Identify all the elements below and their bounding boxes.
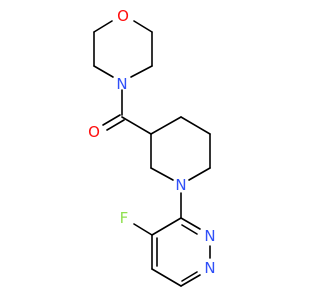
bond — [150, 167, 174, 181]
bond — [130, 65, 153, 78]
fluorine-label: F — [120, 209, 129, 227]
bond — [180, 217, 201, 230]
bonds — [93, 20, 211, 287]
atom-labels: O N O N F N N — [88, 7, 216, 277]
bond — [93, 20, 113, 33]
morpholine-oxygen-label: O — [117, 7, 129, 25]
pyrimidine-n3-label: N — [204, 227, 215, 245]
bond — [180, 116, 211, 135]
morpholine-nitrogen-label: N — [116, 75, 127, 93]
bond — [133, 223, 153, 236]
bond — [121, 116, 152, 135]
bond — [93, 65, 114, 78]
bond — [151, 268, 182, 287]
bond — [102, 114, 121, 126]
bond — [150, 116, 182, 135]
bond — [180, 274, 201, 287]
pyrimidine-n1-label: N — [204, 259, 215, 277]
bond — [188, 167, 211, 181]
bond — [106, 119, 125, 131]
bond — [151, 217, 182, 236]
bond — [181, 224, 198, 235]
bond — [181, 271, 198, 282]
carbonyl-oxygen-label: O — [88, 123, 100, 141]
bond — [133, 20, 153, 33]
piperidine-nitrogen-label: N — [175, 176, 186, 194]
molecule-structure: O N O N F N N — [88, 7, 216, 287]
